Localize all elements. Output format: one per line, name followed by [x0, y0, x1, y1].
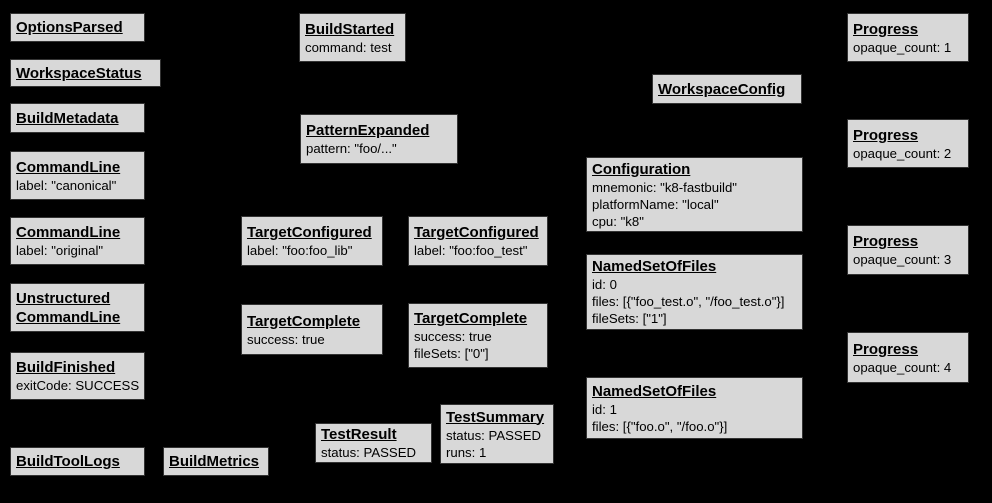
- event-box-build-finished: BuildFinished exitCode: SUCCESS: [10, 352, 145, 400]
- event-box-title: CommandLine: [16, 158, 121, 176]
- event-box-field: opaque_count: 4: [853, 359, 952, 375]
- event-box-build-tool-logs: BuildToolLogs: [10, 447, 145, 476]
- event-box-pattern-expanded: PatternExpanded pattern: "foo/...": [300, 114, 458, 164]
- event-box-title: NamedSetOfFiles: [592, 258, 717, 275]
- event-box-title: BuildMetadata: [16, 109, 119, 127]
- event-box-target-configured: TargetConfigured label: "foo:foo_test": [408, 216, 548, 266]
- event-box-title: OptionsParsed: [16, 19, 123, 36]
- event-box-field: status: PASSED: [321, 445, 417, 460]
- event-box-field: opaque_count: 3: [853, 252, 952, 267]
- event-box-title: Progress: [853, 126, 919, 144]
- event-box-field: label: "foo:foo_test": [414, 243, 528, 258]
- event-box-field: label: "original": [16, 243, 104, 258]
- event-box-title: Progress: [853, 340, 919, 358]
- event-box-title: BuildToolLogs: [16, 453, 120, 470]
- event-box-field: mnemonic: "k8-fastbuild": [592, 179, 737, 195]
- event-box-test-result: TestResult status: PASSED: [315, 423, 432, 463]
- event-box-title: WorkspaceStatus: [16, 64, 142, 82]
- event-box-named-set-of-files: NamedSetOfFiles id: 0 files: [{"foo_test.o…: [586, 254, 803, 330]
- event-box-field: fileSets: ["1"]: [592, 311, 667, 326]
- event-box-title: CommandLine: [16, 308, 121, 326]
- event-box-options-parsed: OptionsParsed: [10, 13, 145, 42]
- event-box-build-metadata: BuildMetadata: [10, 103, 145, 133]
- event-box-field: opaque_count: 1: [853, 39, 952, 55]
- event-box-build-metrics: BuildMetrics: [163, 447, 269, 476]
- event-box-field: opaque_count: 2: [853, 145, 952, 161]
- event-box-field: cpu: "k8": [592, 213, 644, 229]
- event-box-field: success: true: [414, 329, 492, 344]
- event-box-workspace-status: WorkspaceStatus: [10, 59, 161, 87]
- event-box-title: PatternExpanded: [306, 122, 430, 139]
- event-box-progress: Progress opaque_count: 3: [847, 225, 969, 275]
- event-box-field: id: 1: [592, 401, 617, 417]
- event-box-field: exitCode: SUCCESS: [16, 378, 140, 393]
- event-box-field: label: "foo:foo_lib": [247, 243, 353, 258]
- event-box-title: BuildStarted: [305, 20, 395, 38]
- event-box-field: runs: 1: [446, 444, 487, 460]
- event-box-field: pattern: "foo/...": [306, 141, 397, 156]
- event-box-field: label: "canonical": [16, 177, 117, 193]
- event-box-title: TargetConfigured: [247, 224, 372, 241]
- event-box-field: status: PASSED: [446, 427, 542, 443]
- event-box-title: BuildMetrics: [169, 453, 260, 470]
- event-box-title: TargetComplete: [247, 312, 361, 330]
- event-box-target-configured: TargetConfigured label: "foo:foo_lib": [241, 216, 383, 266]
- event-box-workspace-config: WorkspaceConfig: [652, 74, 802, 104]
- event-box-title: CommandLine: [16, 224, 121, 241]
- event-box-field: fileSets: ["0"]: [414, 346, 489, 361]
- event-box-title: TestResult: [321, 426, 397, 443]
- event-box-field: command: test: [305, 39, 392, 55]
- event-box-title: TestSummary: [446, 408, 545, 426]
- event-box-title: Configuration: [592, 160, 691, 178]
- event-box-title: WorkspaceConfig: [658, 80, 786, 98]
- event-box-field: success: true: [247, 331, 325, 347]
- event-box-title: TargetConfigured: [414, 224, 539, 241]
- event-box-field: files: [{"foo.o", "/foo.o"}]: [592, 418, 728, 434]
- event-box-title: Progress: [853, 20, 919, 38]
- event-box-field: files: [{"foo_test.o", "/foo_test.o"}]: [592, 294, 785, 309]
- event-box-target-complete: TargetComplete success: true fileSets: ["0…: [408, 303, 548, 368]
- event-box-field: id: 0: [592, 277, 617, 292]
- event-box-title: NamedSetOfFiles: [592, 382, 717, 400]
- event-box-title: BuildFinished: [16, 359, 116, 376]
- event-box-command-line: CommandLine label: "original": [10, 217, 145, 265]
- event-box-title: Unstructured: [16, 289, 111, 307]
- event-box-title: Progress: [853, 233, 919, 250]
- event-box-title: TargetComplete: [414, 310, 528, 327]
- event-box-field: platformName: "local": [592, 196, 719, 212]
